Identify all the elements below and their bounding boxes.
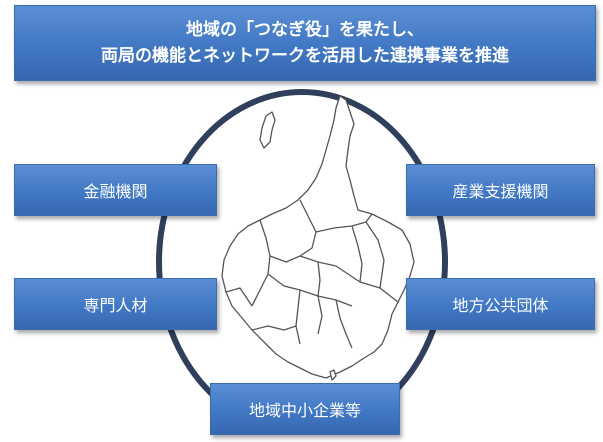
partner-box-local-government: 地方公共団体 (406, 278, 595, 330)
partner-label-experts: 専門人材 (83, 296, 148, 315)
partner-box-finance: 金融機関 (14, 164, 217, 216)
mission-header-line1: 地域の「つなぎ役」を果たし、 (186, 20, 424, 40)
partner-label-sme: 地域中小企業等 (248, 401, 361, 420)
mission-header: 地域の「つなぎ役」を果たし、 両局の機能とネットワークを活用した連携事業を推進 (14, 5, 596, 81)
partner-box-sme: 地域中小企業等 (210, 383, 400, 435)
partner-box-industry-support: 産業支援機関 (406, 164, 595, 216)
partner-box-experts: 専門人材 (14, 278, 217, 330)
japan-regional-map-icon (221, 95, 415, 381)
partner-label-industry-support: 産業支援機関 (452, 182, 549, 201)
mission-header-line2: 両局の機能とネットワークを活用した連携事業を推進 (101, 46, 509, 66)
partner-label-finance: 金融機関 (83, 182, 148, 201)
partner-label-local-government: 地方公共団体 (452, 296, 549, 315)
